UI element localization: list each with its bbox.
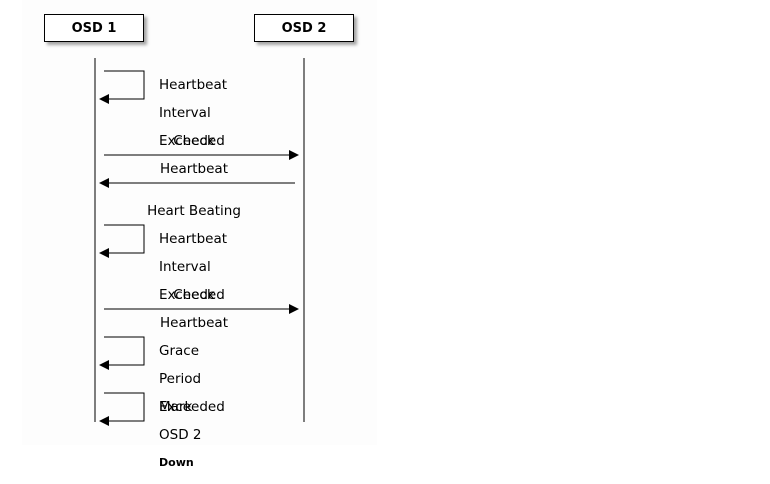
self-message-arrow — [99, 224, 145, 258]
message-label: Check Heartbeat — [144, 274, 244, 344]
diagram-lines — [94, 58, 305, 426]
message-label: Mark OSD 2 Down — [159, 386, 201, 484]
label-line: Mark — [159, 399, 193, 415]
label-line: OSD 2 — [159, 427, 202, 443]
label-line: Exceeded — [159, 287, 225, 303]
sequence-diagram: OSD 1 OSD 2 Heartbeat Interval Exceeded … — [22, 0, 377, 469]
message-label: Grace Period Exceeded — [159, 330, 225, 428]
label-line: Heartbeat — [159, 161, 228, 177]
label-line: Exceeded — [159, 399, 225, 415]
label-line: Grace — [159, 343, 200, 359]
label-line: Heartbeat — [159, 231, 228, 247]
label-line: Down — [159, 456, 194, 469]
label-line: Check — [173, 133, 215, 149]
self-message-arrow — [99, 336, 145, 370]
message-label: Check Heartbeat — [144, 120, 244, 190]
label-line: Exceeded — [159, 133, 225, 149]
message-label: Heartbeat Interval Exceeded — [159, 218, 227, 316]
self-message-arrow — [99, 70, 145, 104]
message-label: Heartbeat Interval Exceeded — [159, 64, 227, 162]
actor-osd-1: OSD 1 — [44, 14, 144, 42]
message-label: Heart Beating — [124, 190, 264, 232]
label-line: Heartbeat — [159, 77, 228, 93]
label-line: Interval — [159, 259, 211, 275]
label-line: Heart Beating — [147, 203, 241, 219]
label-line: Heartbeat — [159, 315, 228, 331]
label-line: Interval — [159, 105, 211, 121]
label-line: Period — [159, 371, 202, 387]
actor-osd-2: OSD 2 — [254, 14, 354, 42]
label-line: Check — [173, 287, 215, 303]
self-message-arrow — [99, 392, 145, 426]
diagram-background — [22, 0, 377, 445]
